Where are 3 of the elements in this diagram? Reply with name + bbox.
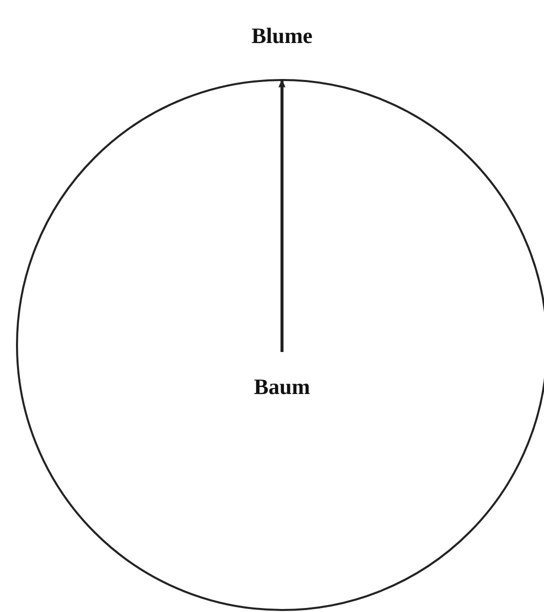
center-label: Baum — [242, 352, 322, 400]
arrow — [278, 79, 286, 352]
circle-label: Blume — [250, 23, 314, 49]
